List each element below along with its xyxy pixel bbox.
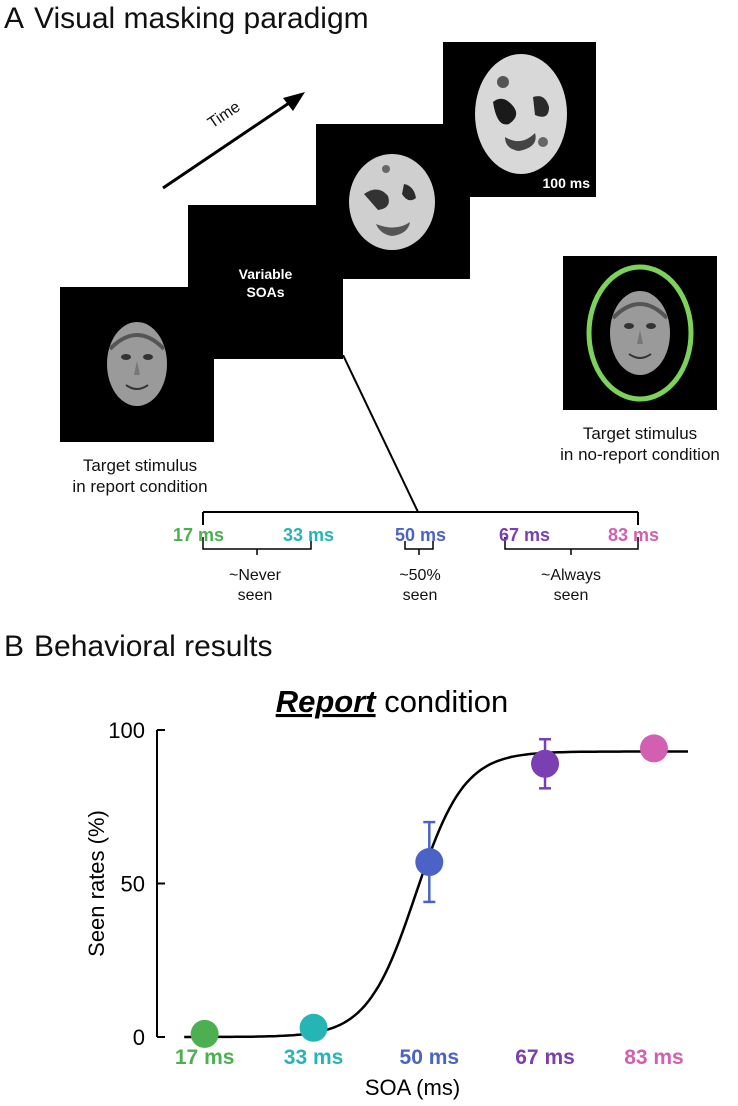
group-half-seen: ~50% seen xyxy=(399,567,441,604)
x-axis-title: SOA (ms) xyxy=(365,1075,460,1100)
face-image-with-ring xyxy=(586,264,694,402)
panel-b-title: Behavioral results xyxy=(34,630,273,663)
chart-title: Report condition xyxy=(276,684,509,719)
axis-labels: 17 ms 33 ms 50 ms 67 ms 83 ms SOA (ms) Seen ra… xyxy=(84,810,684,1100)
soa-label-67: 67 ms xyxy=(499,525,551,545)
data-point xyxy=(415,848,444,877)
y-tick-label: 100 xyxy=(108,718,145,743)
panel-a-title: Visual masking paradigm xyxy=(34,2,369,35)
sigmoid-fit xyxy=(184,750,688,1039)
data-point xyxy=(299,1013,328,1042)
variable-soa-label: Variable SOAs xyxy=(238,266,293,300)
y-axis-title: Seen rates (%) xyxy=(84,810,109,957)
x-tick-label: 67 ms xyxy=(515,1046,575,1069)
report-caption: Target stimulus in report condition xyxy=(72,456,208,496)
x-tick-label: 50 ms xyxy=(400,1046,460,1069)
chart-axes: 0 50 100 xyxy=(108,718,165,1050)
soa-label-33: 33 ms xyxy=(283,525,335,545)
soa-label-17: 17 ms xyxy=(173,525,225,545)
data-point xyxy=(639,734,668,763)
x-tick-label: 17 ms xyxy=(175,1046,235,1069)
chart-title-bold: Report xyxy=(276,684,378,719)
soa-bracket xyxy=(202,355,639,555)
y-tick-label: 0 xyxy=(133,1025,145,1050)
face-image xyxy=(107,322,167,406)
target-noreport-image xyxy=(563,256,717,410)
group-never-seen: ~Never seen xyxy=(228,567,282,604)
data-point xyxy=(190,1019,219,1048)
noreport-caption: Target stimulus in no-report condition xyxy=(560,424,720,464)
seen-rates-chart: Report condition 0 50 100 17 ms 33 ms 50 ms 6… xyxy=(84,684,688,1100)
mask-stimulus-2: 100 ms xyxy=(443,42,596,197)
time-arrow xyxy=(162,92,305,190)
panel-b-letter: B xyxy=(4,630,25,663)
soa-label-50: 50 ms xyxy=(395,525,447,545)
fit-curve xyxy=(184,750,688,1039)
target-report-image xyxy=(60,287,214,442)
panel-a-letter: A xyxy=(4,2,25,35)
x-tick-label: 33 ms xyxy=(284,1046,344,1069)
x-tick-label: 83 ms xyxy=(624,1046,684,1069)
data-point xyxy=(531,749,560,778)
y-tick-label: 50 xyxy=(121,872,145,897)
soa-label-83: 83 ms xyxy=(608,525,660,545)
chart-title-rest: condition xyxy=(376,684,509,719)
group-always-seen: ~Always seen xyxy=(540,567,602,604)
data-points xyxy=(190,734,668,1048)
mask-duration-label: 100 ms xyxy=(542,175,590,191)
